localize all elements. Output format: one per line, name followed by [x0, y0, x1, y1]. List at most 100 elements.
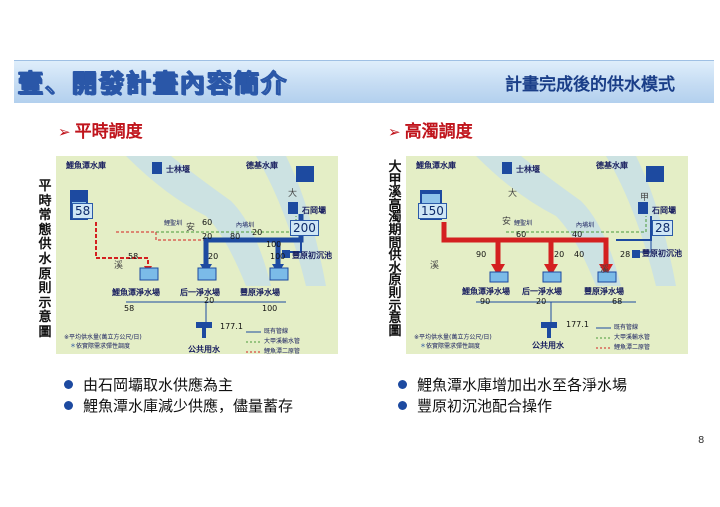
river-label: 溪 — [600, 265, 610, 275]
label-fengyuan-basin: 豐原初沉池 — [642, 249, 682, 258]
plant-icon — [542, 271, 562, 283]
flow-value: 28 — [620, 250, 631, 259]
plant-icon — [197, 267, 217, 281]
river-label: 大 — [288, 189, 298, 199]
title-bar — [14, 60, 714, 103]
value-reservoir: 58 — [72, 203, 94, 219]
legend-second: 鯉魚潭二原管 — [614, 344, 651, 351]
bullet-item: 豐原初沉池配合操作 — [398, 395, 552, 416]
legend-existing: 既有管線 — [614, 324, 639, 331]
flow-value: 20 — [204, 296, 215, 305]
label-inflow2: 內埔圳 — [236, 222, 255, 229]
legend-second: 鯉魚潭二原管 — [264, 348, 301, 355]
label-shilin: 士林堰 — [166, 165, 190, 174]
bullet-item: 由石岡壩取水供應為主 — [64, 374, 233, 395]
label-plant3: 豐原淨水場 — [584, 287, 624, 296]
river-band — [126, 156, 271, 286]
flow-value: 20 — [252, 228, 263, 237]
flow-value: 40 — [572, 230, 583, 239]
label-plant2: 后一淨水場 — [180, 288, 220, 297]
river-label: 溪 — [430, 261, 440, 271]
label-plant3: 豐原淨水場 — [240, 288, 280, 297]
flow-total: 177.1 — [220, 322, 243, 331]
river-label: 大 — [508, 189, 518, 199]
reservoir-icon — [646, 166, 664, 182]
flow-value: 90 — [480, 297, 491, 306]
legend-dajia: 大甲溪輸水管 — [264, 338, 301, 345]
asterisk-icon: ＊ — [70, 343, 77, 350]
plant-icon — [139, 267, 159, 281]
label-debji: 德基水庫 — [596, 161, 628, 170]
label-fengyuan-basin: 豐原初沉池 — [292, 251, 332, 260]
legend-dajia: 大甲溪輸水管 — [614, 334, 651, 341]
flow-value: 20 — [554, 250, 565, 259]
right-vertical-label: 大甲溪高濁期間供水原則示意圖 — [388, 160, 402, 339]
label-inflow2: 內埔圳 — [576, 222, 595, 229]
left-vertical-label: 平時常態供水原則示意圖 — [38, 179, 52, 340]
label-shigang: 石岡壩 — [652, 206, 676, 215]
flow-total: 177.1 — [566, 320, 589, 329]
bullet-icon — [398, 401, 407, 410]
label-reservoir: 鯉魚潭水庫 — [66, 161, 106, 170]
value-reservoir: 150 — [418, 203, 447, 219]
river-band — [476, 156, 621, 286]
flow-value: 80 — [230, 232, 241, 241]
legend-unit: ※平均供水量(萬立方公尺/日) — [64, 334, 142, 341]
flow-value: 20 — [208, 252, 219, 261]
flow-value: 100 — [262, 304, 278, 313]
red-pipe-thin — [116, 231, 278, 241]
value-shigang: 200 — [290, 220, 319, 236]
flow-value: 100 — [270, 252, 286, 261]
plant-icon — [489, 271, 509, 283]
river-label: 甲 — [640, 193, 650, 203]
arrow-head — [599, 264, 613, 276]
label-shigang: 石岡壩 — [302, 206, 326, 215]
red-pipe — [95, 222, 149, 268]
faucet-icon — [541, 322, 557, 328]
river-band — [606, 156, 676, 286]
basin-icon — [632, 250, 640, 258]
river-label: 安 — [186, 223, 196, 233]
flow-value: 100 — [266, 240, 282, 249]
label-plant1: 鯉魚潭淨水場 — [462, 287, 510, 296]
label-public: 公共用水 — [188, 345, 220, 354]
flow-value: 60 — [516, 230, 527, 239]
right-diagram-svg — [420, 156, 676, 349]
label-plant1: 鯉魚潭淨水場 — [112, 288, 160, 297]
page-subtitle: 計畫完成後的供水模式 — [505, 75, 675, 95]
green-pipe — [506, 216, 647, 233]
arrow-icon: ➢ — [58, 123, 71, 141]
bullet-icon — [64, 401, 73, 410]
value-shigang: 28 — [652, 220, 674, 236]
page-title: 壹、開發計畫內容簡介 — [17, 69, 289, 99]
plant-icon — [269, 267, 289, 281]
flow-value: 68 — [612, 297, 623, 306]
label-reservoir: 鯉魚潭水庫 — [416, 161, 456, 170]
flow-value: 20 — [202, 232, 213, 241]
flow-value: 90 — [476, 250, 487, 259]
weir-icon — [152, 162, 162, 174]
asterisk-icon: ＊ — [420, 343, 427, 350]
page-number: 8 — [698, 435, 705, 446]
arrow-icon: ➢ — [388, 123, 401, 141]
basin-icon — [282, 250, 290, 258]
label-shilin: 士林堰 — [516, 165, 540, 174]
reservoir-icon — [296, 166, 314, 182]
bullet-icon — [64, 380, 73, 389]
legend-existing: 既有管線 — [264, 328, 289, 335]
blue-pipe-thin — [286, 240, 302, 253]
legend-note: ＊依實際需求彈性調度 — [420, 343, 481, 350]
red-pipe-main — [441, 222, 609, 266]
label-public: 公共用水 — [532, 341, 564, 350]
flow-value: 60 — [202, 218, 213, 227]
arrow-head — [491, 264, 505, 276]
weir-icon — [502, 162, 512, 174]
right-heading: ➢高濁調度 — [388, 122, 473, 142]
flow-value: 58 — [128, 252, 139, 261]
label-inflow1: 鯉聖圳 — [164, 220, 183, 227]
label-plant2: 后一淨水場 — [522, 287, 562, 296]
river-label: 安 — [502, 217, 512, 227]
legend-unit: ※平均供水量(萬立方公尺/日) — [414, 334, 492, 341]
arrow-head — [544, 264, 558, 276]
flow-value: 40 — [574, 250, 585, 259]
